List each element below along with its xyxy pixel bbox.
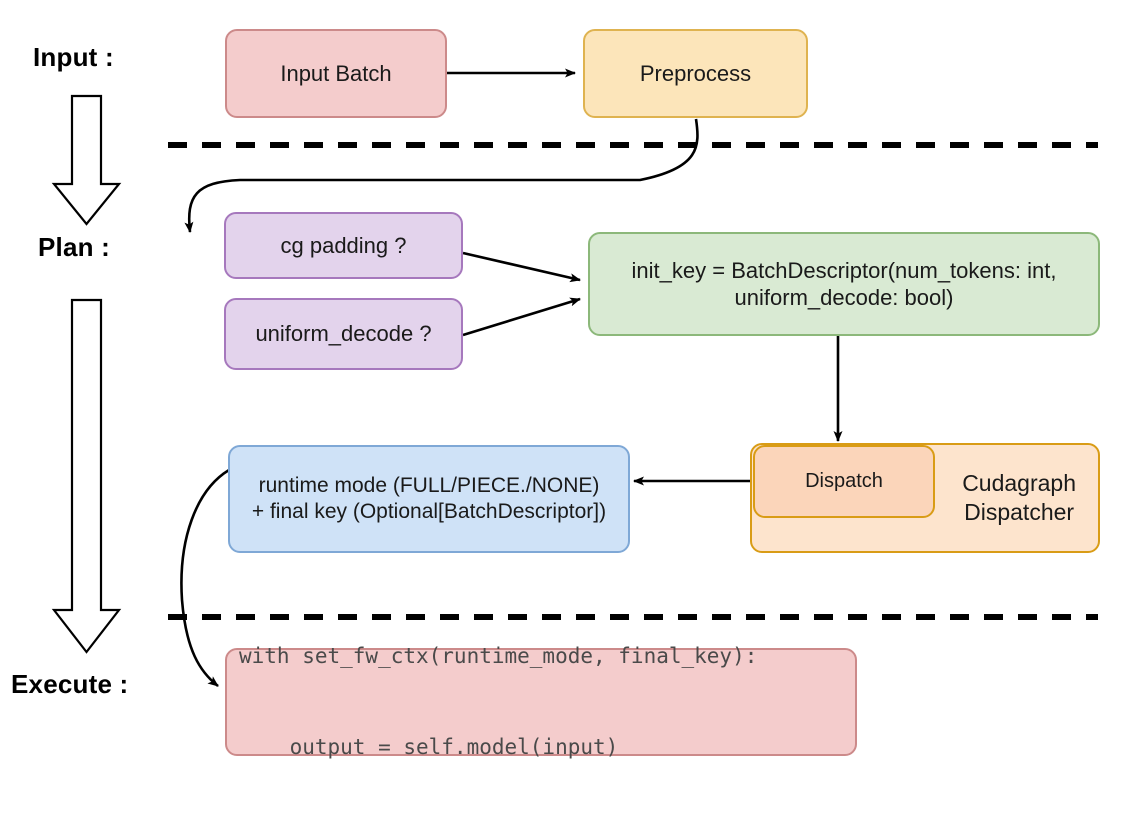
node-preprocess-label: Preprocess [639,60,752,86]
node-preprocess[interactable]: Preprocess [583,29,808,118]
node-init-key-line2: uniform_decode: bool) [734,285,954,310]
node-init-key-line1: init_key = BatchDescriptor(num_tokens: i… [631,257,1057,283]
node-input-batch[interactable]: Input Batch [225,29,447,118]
stage-label-execute: Execute : [11,669,129,699]
stage-label-plan: Plan : [38,232,110,262]
node-cg-padding-label: cg padding ? [280,232,407,258]
node-execute-code-line1: with set_fw_ctx(runtime_mode, final_key)… [239,644,758,669]
node-execute-code-line2: output = self.model(input) [239,735,619,760]
node-execute-code[interactable]: with set_fw_ctx(runtime_mode, final_key)… [225,644,857,759]
node-cudagraph-dispatcher-line1: Cudagraph [962,470,1076,497]
stage-label-input: Input : [33,42,114,72]
node-execute-code-text: with set_fw_ctx(runtime_mode, final_key)… [239,580,757,824]
stage-arrow-input-to-plan [51,94,122,226]
node-init-key[interactable]: init_key = BatchDescriptor(num_tokens: i… [588,232,1100,336]
node-runtime-mode-line1: runtime mode (FULL/PIECE./NONE) [258,473,600,497]
node-uniform-decode[interactable]: uniform_decode ? [224,298,463,370]
edge-cg-padding-to-init-key [462,251,581,283]
edge-uniform-decode-to-init-key [462,297,581,337]
stage-arrow-plan-to-execute [51,298,122,654]
node-init-key-text: init_key = BatchDescriptor(num_tokens: i… [632,257,1057,312]
node-cudagraph-dispatcher-line2: Dispatcher [964,499,1075,525]
node-uniform-decode-label: uniform_decode ? [255,321,432,347]
node-input-batch-label: Input Batch [280,60,392,86]
node-cudagraph-dispatcher-text: Cudagraph Dispatcher [962,469,1076,527]
node-dispatch[interactable]: Dispatch [753,445,935,518]
node-runtime-mode[interactable]: runtime mode (FULL/PIECE./NONE) + final … [228,445,630,553]
node-runtime-mode-line2: + final key (Optional[BatchDescriptor]) [251,500,607,523]
node-dispatch-label: Dispatch [805,470,883,492]
node-runtime-mode-text: runtime mode (FULL/PIECE./NONE) + final … [252,473,606,526]
edge-runtime-mode-to-execute-code [180,468,230,688]
diagram-canvas: Input : Plan : Execute : Input Batch Pre… [11,29,1100,759]
node-cg-padding[interactable]: cg padding ? [224,212,463,279]
